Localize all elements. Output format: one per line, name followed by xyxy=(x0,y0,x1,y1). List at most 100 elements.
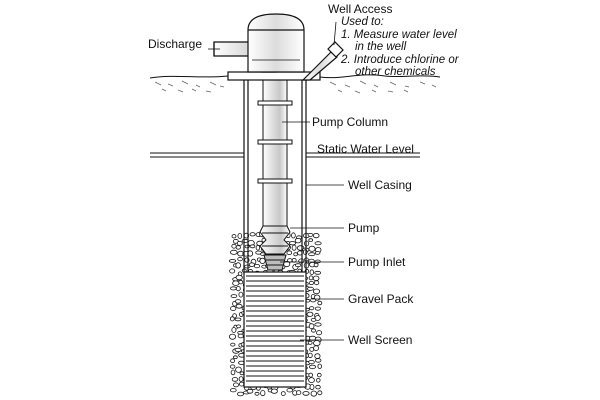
gravel-pebble xyxy=(293,252,298,257)
gravel-pebble xyxy=(309,346,315,352)
gravel-pebble xyxy=(230,249,238,255)
gravel-pebble xyxy=(314,251,321,255)
gravel-pebble xyxy=(235,366,242,373)
gravel-pebble xyxy=(314,306,321,311)
gravel-pebble xyxy=(235,262,242,269)
gravel-pebble xyxy=(314,322,322,327)
well-access-tube xyxy=(301,41,344,81)
gravel-pebble xyxy=(313,280,320,286)
gravel-pebble xyxy=(230,306,237,311)
gravel-pebble xyxy=(308,252,316,257)
pump-column-pipe xyxy=(257,79,293,229)
well-casing xyxy=(243,80,307,272)
gravel-pebble xyxy=(231,234,237,239)
gravel-pebble xyxy=(308,372,314,378)
gravel-pebble xyxy=(309,269,314,276)
gravel-pebble xyxy=(308,377,315,384)
gravel-pebble xyxy=(314,353,321,359)
gravel-pebble xyxy=(317,363,322,369)
gravel-pebble xyxy=(246,388,254,394)
well-screen xyxy=(243,271,307,388)
gravel-pebble xyxy=(253,263,261,269)
gravel-pebble xyxy=(230,358,236,364)
gravel-pebble xyxy=(235,299,242,304)
gravel-pebble xyxy=(316,330,323,336)
gravel-pebble xyxy=(315,384,321,390)
gravel-pebble xyxy=(248,262,255,267)
leader-lines xyxy=(208,21,344,341)
label-pump: Pump xyxy=(348,221,380,235)
gravel-pebble xyxy=(313,340,321,347)
gravel-pebble xyxy=(316,377,321,383)
gravel-pebble xyxy=(254,391,260,396)
gravel-pebble xyxy=(230,369,236,376)
gravel-pebble xyxy=(296,390,302,396)
gravel-pebble xyxy=(315,358,322,363)
gravel-pebble xyxy=(230,286,237,291)
label-well-casing: Well Casing xyxy=(348,178,412,192)
gravel-pebble xyxy=(232,280,240,286)
gravel-pebble xyxy=(234,317,242,322)
gravel-pebble xyxy=(298,258,305,264)
gravel-pebble xyxy=(286,250,293,256)
label-use-1-line-1: 1. Measure water level xyxy=(341,29,457,41)
gravel-pebble xyxy=(234,347,242,352)
gravel-pebble xyxy=(308,238,314,242)
gravel-pebble xyxy=(302,391,310,396)
gravel-pebble xyxy=(229,316,235,322)
gravel-pebble xyxy=(230,294,238,299)
label-pump-column: Pump Column xyxy=(312,115,389,129)
gravel-pebble xyxy=(291,232,296,239)
gravel-pebble xyxy=(236,391,244,397)
label-used-to: Used to: xyxy=(341,16,384,28)
gravel-pebble xyxy=(286,388,293,393)
gravel-pebble xyxy=(307,340,313,345)
gravel-pebble xyxy=(228,333,236,340)
gravel-pebble xyxy=(228,259,237,263)
gravel-pebble xyxy=(291,244,297,251)
label-use-2-line-1: 2. Introduce chlorine or xyxy=(341,54,459,66)
gravel-pebble xyxy=(308,364,316,370)
gravel-pebble xyxy=(312,288,320,295)
gravel-pebble xyxy=(314,315,321,321)
gravel-pebble xyxy=(233,382,239,388)
gravel-pebble xyxy=(235,274,243,281)
gravel-pebble xyxy=(229,364,236,369)
label-well-screen: Well Screen xyxy=(348,333,413,347)
label-pump-inlet: Pump Inlet xyxy=(348,255,406,269)
label-use-2-line-2: other chemicals xyxy=(355,66,436,78)
gravel-pebble xyxy=(317,300,323,306)
label-well-access: Well Access xyxy=(328,2,393,16)
pump-inlet xyxy=(263,254,287,271)
gravel-pebble xyxy=(309,384,315,391)
gravel-pebble xyxy=(236,240,243,246)
gravel-pebble xyxy=(231,377,239,382)
pump-body xyxy=(259,225,291,255)
gravel-pebble xyxy=(312,233,320,239)
gravel-pebble xyxy=(308,323,315,330)
gravel-pebble xyxy=(230,342,236,347)
gravel-pebble xyxy=(239,371,245,376)
gravel-pebble xyxy=(313,262,319,268)
gravel-pebble xyxy=(235,285,241,292)
gravel-pebble xyxy=(231,327,237,333)
gravel-pebble xyxy=(260,390,266,397)
gravel-pebble xyxy=(306,286,314,291)
gravel-pebble xyxy=(259,257,266,264)
gravel-pebble xyxy=(231,243,237,249)
label-static-water-level: Static Water Level xyxy=(317,142,414,156)
gravel-pebble xyxy=(244,244,250,249)
label-discharge: Discharge xyxy=(148,37,203,51)
gravel-pebble xyxy=(302,249,308,255)
gravel-pebble xyxy=(294,263,302,268)
gravel-pebble xyxy=(237,333,244,339)
gravel-pebble xyxy=(235,245,241,250)
gravel-pebble xyxy=(310,390,317,397)
label-use-1-line-2: in the well xyxy=(355,41,407,53)
gravel-pebble xyxy=(249,232,256,237)
gravel-pebble xyxy=(237,256,243,262)
gravel-pebble xyxy=(307,232,314,237)
gravel-pebble xyxy=(255,244,261,251)
gravel-pebble xyxy=(316,372,322,378)
gravel-pebble xyxy=(308,245,316,252)
